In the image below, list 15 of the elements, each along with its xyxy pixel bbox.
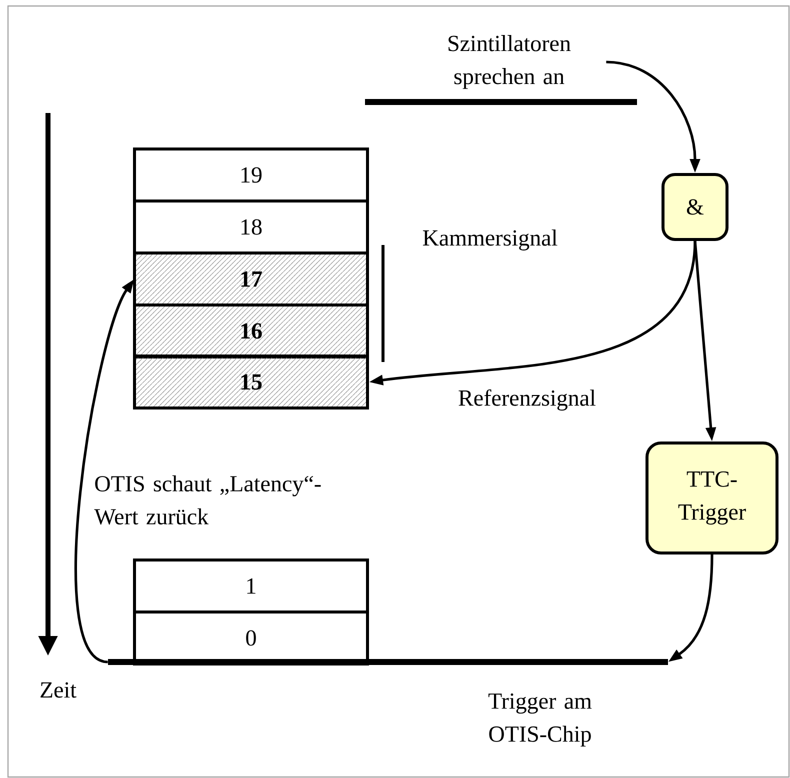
memory-cell: 16 bbox=[133, 304, 369, 358]
memory-cell: 15 bbox=[133, 354, 369, 410]
axis-label: Zeit bbox=[40, 682, 76, 698]
edge-label: Referenzsignal bbox=[457, 388, 597, 412]
memory-cell: 17 bbox=[133, 252, 369, 306]
signal-label: Trigger am OTIS-Chip bbox=[488, 693, 592, 747]
process-box: TTC-Trigger bbox=[646, 442, 778, 554]
bracket-label: Kammersignal bbox=[422, 230, 558, 250]
memory-cell: 1 bbox=[133, 558, 369, 614]
signal-label: Szintillatoren sprechen an bbox=[448, 35, 571, 89]
gate-box: & bbox=[662, 173, 728, 241]
memory-cell: 19 bbox=[133, 148, 369, 202]
memory-cell: 0 bbox=[133, 610, 369, 666]
memory-cell: 18 bbox=[133, 200, 369, 254]
note-text: OTIS schaut „Latency“-Wert zurück bbox=[94, 475, 321, 525]
